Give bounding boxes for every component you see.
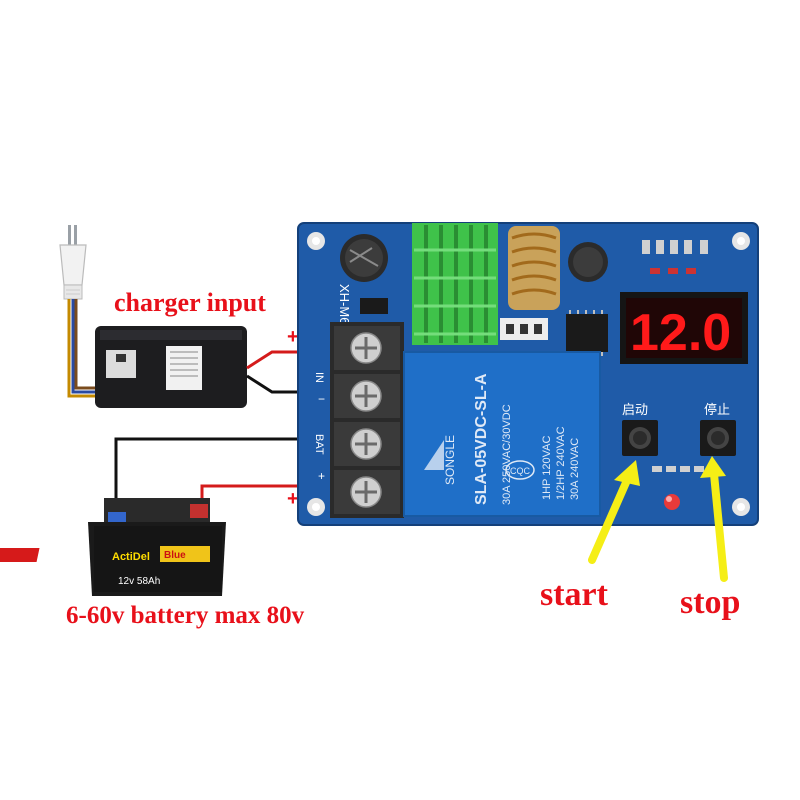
- stop-button[interactable]: [700, 420, 736, 456]
- charger-input-label: charger input: [114, 288, 266, 317]
- in-plus-sign: +: [287, 326, 299, 348]
- battery-label: 6-60v battery max 80v: [66, 602, 305, 629]
- charger-icon: [95, 326, 247, 408]
- relay-rating-a: 30A 250VAC/30VDC: [501, 404, 513, 505]
- bat-plus-sign: +: [287, 488, 299, 510]
- battery-brand2: Blue: [164, 550, 186, 561]
- relay-rating-b: 1HP 120VAC: [541, 436, 553, 500]
- terminal-block: [330, 322, 404, 518]
- relay-model: SLA-05VDC-SL-A: [473, 373, 490, 505]
- heatsink: [412, 223, 498, 345]
- relay-cqc-mark: CQC: [510, 466, 531, 476]
- relay: SONGLE SLA-05VDC-SL-A 30A 250VAC/30VDC 1…: [403, 351, 601, 517]
- status-led: [664, 494, 680, 510]
- relay-rating-c: 1/2HP 240VAC: [555, 426, 567, 500]
- relay-rating-d: 30A 240VAC: [569, 438, 581, 500]
- battery-icon: ActiDel Blue 12v 58Ah: [0, 498, 226, 596]
- in-terminal-label: IN: [313, 372, 325, 383]
- inductor: [508, 226, 560, 310]
- arrow-icon: [588, 460, 640, 564]
- start-button-cn-label: 启动: [622, 402, 648, 417]
- stop-button-cn-label: 停止: [704, 402, 730, 417]
- start-button[interactable]: [622, 420, 658, 456]
- seven-segment-display: 12.0: [620, 292, 748, 364]
- display-readout: 12.0: [630, 304, 731, 362]
- stop-label: stop: [680, 584, 741, 621]
- battery-spec: 12v 58Ah: [118, 576, 160, 587]
- in-minus-mark: −: [318, 392, 325, 406]
- arrow-icon: [700, 456, 728, 582]
- battery-brand: ActiDel: [112, 551, 150, 563]
- relay-brand: SONGLE: [443, 435, 457, 485]
- bat-plus-mark: +: [318, 469, 325, 483]
- plug-icon: [59, 225, 100, 398]
- bat-terminal-label: BAT: [313, 434, 325, 455]
- start-label: start: [540, 576, 608, 613]
- control-board: XH-M604 IN BAT − +: [297, 222, 759, 526]
